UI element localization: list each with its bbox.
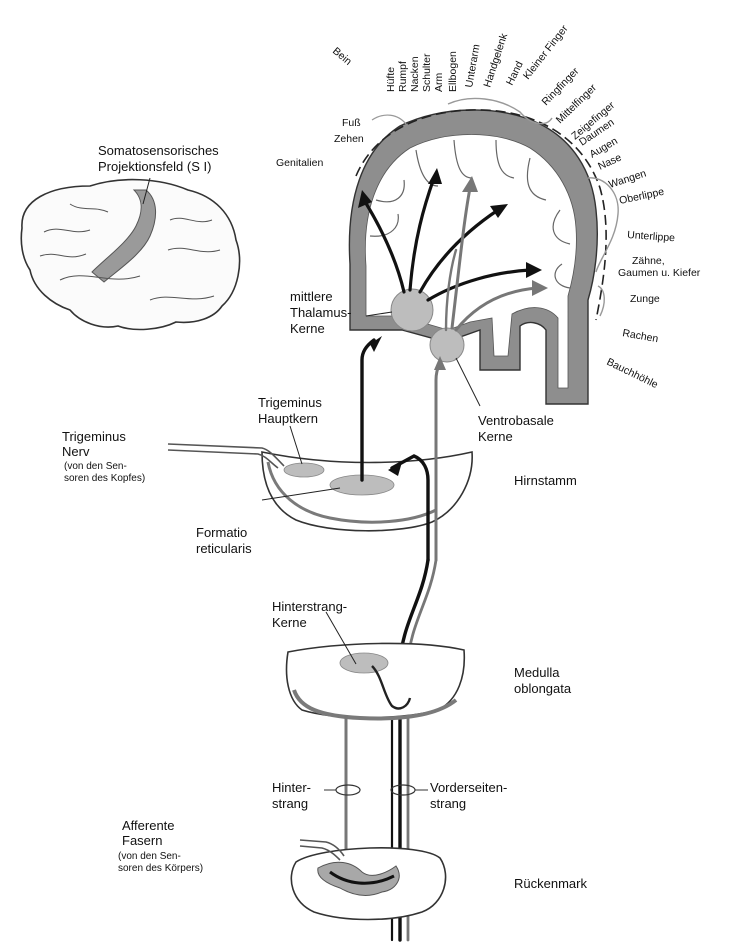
label-dorsal-column-1: Hinter- bbox=[272, 780, 311, 795]
label-afferent-1: Afferente bbox=[122, 818, 175, 833]
label-trigeminus-note-2: soren des Kopfes) bbox=[64, 473, 145, 484]
label-medulla-2: oblongata bbox=[514, 681, 572, 696]
hom-bauchhoehle: Bauchhöhle bbox=[605, 356, 660, 391]
label-afferent-2: Fasern bbox=[122, 833, 162, 848]
trigeminal-main-nucleus bbox=[284, 463, 324, 477]
medial-thalamic-nuclei bbox=[391, 289, 433, 331]
hom-gaumen: Gaumen u. Kiefer bbox=[618, 267, 701, 279]
label-sensory-field-2: Projektionsfeld (S I) bbox=[98, 159, 211, 174]
hom-bein: Bein bbox=[330, 45, 354, 68]
hom-wangen: Wangen bbox=[607, 167, 648, 190]
dorsal-column-ring bbox=[336, 785, 360, 795]
label-afferent-note-1: (von den Sen- bbox=[118, 851, 181, 862]
label-thalamus-2: Thalamus- bbox=[290, 305, 351, 320]
hom-huefte: Hüfte bbox=[385, 67, 397, 92]
hom-unterlippe: Unterlippe bbox=[627, 229, 676, 244]
hom-rumpf: Rumpf bbox=[397, 61, 409, 92]
lateral-brain-drawing bbox=[21, 178, 239, 329]
label-trigeminus-nerve-1: Trigeminus bbox=[62, 429, 126, 444]
label-thalamus-3: Kerne bbox=[290, 321, 325, 336]
hom-zehen: Zehen bbox=[334, 133, 364, 145]
hom-rachen: Rachen bbox=[621, 327, 659, 345]
label-brainstem: Hirnstamm bbox=[514, 473, 577, 488]
hom-kleiner-finger: Kleiner Finger bbox=[521, 23, 571, 82]
medulla-section bbox=[287, 612, 465, 718]
label-dorsal-nuclei-2: Kerne bbox=[272, 615, 307, 630]
hom-oberlippe: Oberlippe bbox=[618, 186, 665, 207]
label-medulla-1: Medulla bbox=[514, 665, 560, 680]
ventrobasal-nuclei bbox=[430, 328, 464, 362]
hom-arm: Arm bbox=[433, 73, 445, 93]
label-trigeminus-note-1: (von den Sen- bbox=[64, 461, 127, 472]
label-formatio-1: Formatio bbox=[196, 525, 247, 540]
label-ventrobasal-2: Kerne bbox=[478, 429, 513, 444]
label-ventrobasal-1: Ventrobasale bbox=[478, 413, 554, 428]
hom-unterarm: Unterarm bbox=[463, 43, 482, 88]
hom-schulter: Schulter bbox=[421, 53, 433, 92]
dorsal-column-nuclei-blob bbox=[340, 653, 388, 673]
label-thalamus-1: mittlere bbox=[290, 289, 333, 304]
hom-ellbogen: Ellbogen bbox=[447, 51, 459, 92]
label-dorsal-column-2: strang bbox=[272, 796, 308, 811]
label-spinal-cord: Rückenmark bbox=[514, 876, 587, 891]
label-dorsal-nuclei-1: Hinterstrang- bbox=[272, 599, 347, 614]
hom-nacken: Nacken bbox=[409, 56, 421, 92]
label-formatio-2: reticularis bbox=[196, 541, 252, 556]
anterolateral-ring bbox=[391, 785, 415, 795]
label-trigeminus-nerve-2: Nerv bbox=[62, 444, 90, 459]
hom-fuss: Fuß bbox=[342, 117, 361, 129]
arrowhead bbox=[370, 336, 382, 352]
hom-zunge: Zunge bbox=[630, 293, 660, 305]
hom-genitalien: Genitalien bbox=[276, 157, 323, 169]
label-anterolateral-1: Vorderseiten- bbox=[430, 780, 507, 795]
spinal-cord-section bbox=[291, 840, 445, 920]
label-afferent-note-2: soren des Körpers) bbox=[118, 863, 203, 874]
label-trigeminus-main-1: Trigeminus bbox=[258, 395, 322, 410]
brainstem-section bbox=[262, 452, 472, 531]
label-sensory-field-1: Somatosensorisches bbox=[98, 143, 219, 158]
label-anterolateral-2: strang bbox=[430, 796, 466, 811]
label-trigeminus-main-2: Hauptkern bbox=[258, 411, 318, 426]
hom-zaehne: Zähne, bbox=[632, 255, 665, 267]
